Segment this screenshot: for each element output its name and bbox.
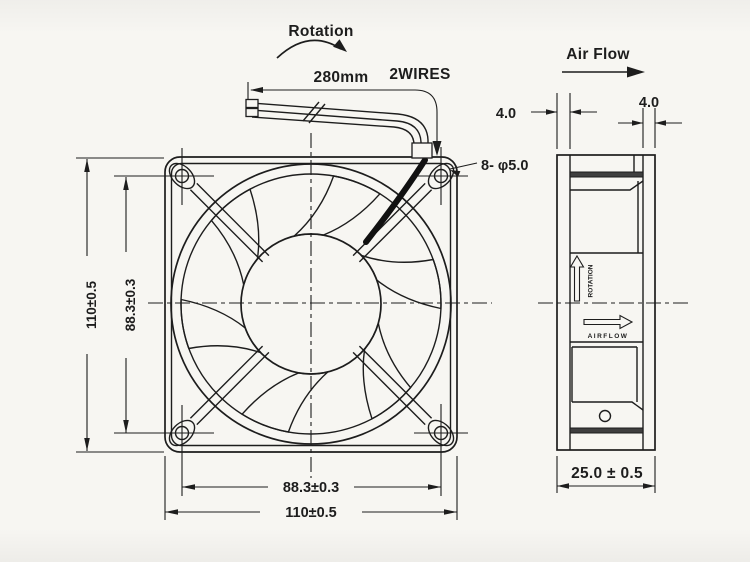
dimension-lines <box>76 39 682 520</box>
arrowhead <box>643 483 655 489</box>
arrowhead <box>123 177 129 190</box>
label-hole-spec: 8- φ5.0 <box>481 158 528 174</box>
label-air-flow: Air Flow <box>566 46 630 63</box>
side-rib-band <box>569 171 644 178</box>
frame-strut <box>196 182 270 257</box>
arrowhead <box>655 120 666 126</box>
marking-rotation: ROTATION <box>588 264 595 297</box>
arrowhead <box>432 141 442 156</box>
arrowhead <box>84 159 90 172</box>
arrowhead <box>627 66 645 78</box>
arrowhead <box>84 438 90 451</box>
arrowhead <box>632 120 643 126</box>
frame-strut <box>358 345 433 419</box>
frame-strut <box>358 189 433 263</box>
dim-height-holes: 88.3±0.3 <box>123 278 138 331</box>
arrowhead <box>450 170 461 177</box>
dim-depth: 25.0 ± 0.5 <box>571 465 643 482</box>
fan-blade <box>360 254 442 310</box>
arrowhead <box>444 509 457 515</box>
fan-blade <box>293 175 381 237</box>
dim-height-outer: 110±0.5 <box>84 281 99 329</box>
frame-strut <box>189 189 264 263</box>
hole-centermarks <box>181 147 468 434</box>
fan-blade <box>210 188 260 285</box>
side-rib-band <box>569 427 644 434</box>
arrowhead <box>546 109 557 115</box>
wire-tip <box>245 107 259 118</box>
arrowhead <box>557 483 569 489</box>
arrowhead <box>428 484 441 490</box>
side-view: ROTATION AIRFLOW <box>556 154 656 451</box>
frame-strut <box>196 351 270 426</box>
arrowhead <box>182 484 195 490</box>
airflow-direction-arrow <box>583 314 634 330</box>
dim-flange-rear: 4.0 <box>639 95 659 111</box>
arrowhead <box>250 87 263 93</box>
front-view <box>164 147 468 453</box>
dim-flange-front: 4.0 <box>496 106 516 122</box>
centerlines <box>148 133 692 478</box>
wire-tip <box>245 98 259 109</box>
frame-strut <box>352 351 426 426</box>
arrowhead <box>333 39 347 52</box>
label-wire-count: 2WIRES <box>389 66 450 83</box>
arrowhead <box>165 509 178 515</box>
frame-strut <box>352 182 426 257</box>
fan-blade <box>362 323 412 420</box>
frame-strut <box>189 345 264 419</box>
label-rotation: Rotation <box>288 23 353 40</box>
frame-struts <box>189 182 433 426</box>
side-outline <box>556 154 656 451</box>
fan-blade <box>241 371 329 433</box>
dimension-arrowheads <box>84 39 666 515</box>
fan-blade <box>180 298 262 354</box>
dim-width-holes: 88.3±0.3 <box>283 480 339 496</box>
lead-wires <box>245 98 433 159</box>
label-wire-length: 280mm <box>314 69 369 86</box>
wire-break-mark <box>302 101 326 124</box>
arrowhead <box>123 420 129 433</box>
labels: Rotation 280mm 2WIRES Air Flow 8- φ5.0 4… <box>84 23 659 521</box>
arrowhead <box>570 109 581 115</box>
rotation-direction-arrow <box>569 254 585 302</box>
wire-entry-block <box>411 142 433 159</box>
dim-width-outer: 110±0.5 <box>285 505 337 521</box>
marking-airflow: AIRFLOW <box>588 333 629 340</box>
lead-wire-internal <box>363 157 428 245</box>
side-hole <box>598 409 612 423</box>
